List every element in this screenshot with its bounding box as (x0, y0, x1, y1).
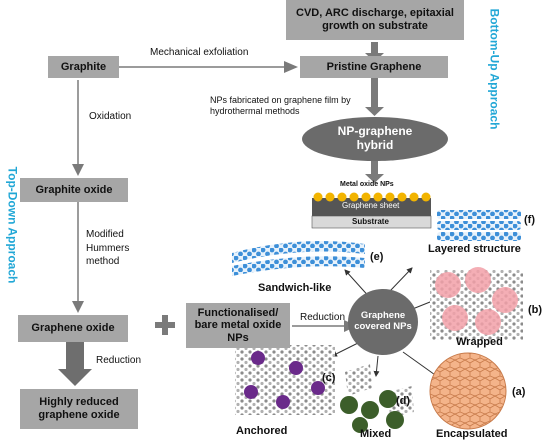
arrow-exfoliation (119, 61, 298, 73)
wrapped-illustration (430, 267, 523, 340)
reduction-center-label: Reduction (300, 312, 346, 323)
sandwich-letter: (e) (370, 251, 384, 263)
encapsulated-illustration (429, 352, 507, 430)
anchored-letter: (c) (322, 372, 336, 384)
graphite-oxide-box: Graphite oxide (20, 178, 128, 202)
substrate-label: Substrate (352, 217, 389, 226)
metal-oxide-nps-label: Metal oxide NPs (340, 181, 394, 188)
pristine-graphene-box: Pristine Graphene (300, 56, 448, 78)
highly-reduced-box: Highly reduced graphene oxide (20, 389, 138, 429)
wrapped-name: Wrapped (456, 336, 503, 348)
wrapped-letter: (b) (528, 304, 543, 316)
np-graphene-hybrid-label: NP-graphene hybrid (337, 124, 413, 152)
sandwich-name: Sandwich-like (258, 282, 332, 294)
graphene-covered-label: Graphene covered NPs (354, 310, 412, 332)
mechanical-exfoliation-label: Mechanical exfoliation (150, 47, 249, 58)
plus-sign (155, 315, 175, 335)
graphene-covered-ellipse (348, 289, 418, 355)
top-down-approach-label: Top-Down Approach (5, 166, 20, 284)
layered-letter: (f) (524, 214, 535, 226)
bottom-up-approach-label: Bottom-Up Approach (487, 8, 502, 130)
layered-structure-illustration (437, 210, 521, 241)
modified-hummers-label: Modified Hummers method (86, 229, 130, 267)
arrow-reduction-left (58, 342, 92, 386)
hybrid-ellipse (302, 117, 448, 161)
encapsulated-name: Encapsulated (436, 428, 508, 440)
arrow-hummers (72, 202, 84, 313)
arrow-hybrid-to-substrate (365, 159, 384, 183)
encapsulated-letter: (a) (512, 386, 526, 398)
mixed-letter: (d) (396, 395, 411, 407)
hydrothermal-label: NPs fabricated on graphene film by hydro… (210, 95, 351, 116)
anchored-illustration (235, 345, 335, 415)
arrow-oxidation (72, 80, 84, 176)
oxidation-label: Oxidation (89, 111, 132, 122)
top-sources-box: CVD, ARC discharge, epitaxial growth on … (286, 0, 464, 40)
mixed-name: Mixed (360, 428, 392, 440)
sandwich-illustration (232, 241, 365, 276)
arrow-pristine-to-hybrid (365, 78, 384, 116)
reduction-left-label: Reduction (96, 355, 142, 366)
anchored-name: Anchored (236, 425, 288, 437)
graphene-oxide-box: Graphene oxide (18, 315, 128, 342)
graphene-sheet-label: Graphene sheet (342, 201, 400, 210)
graphite-box: Graphite (48, 56, 119, 78)
substrate-figure (311, 192, 432, 229)
mixed-illustration (340, 364, 414, 433)
layered-name: Layered structure (428, 243, 521, 255)
functionalised-np-box: Functionalised/ bare metal oxide NPs (186, 303, 290, 348)
